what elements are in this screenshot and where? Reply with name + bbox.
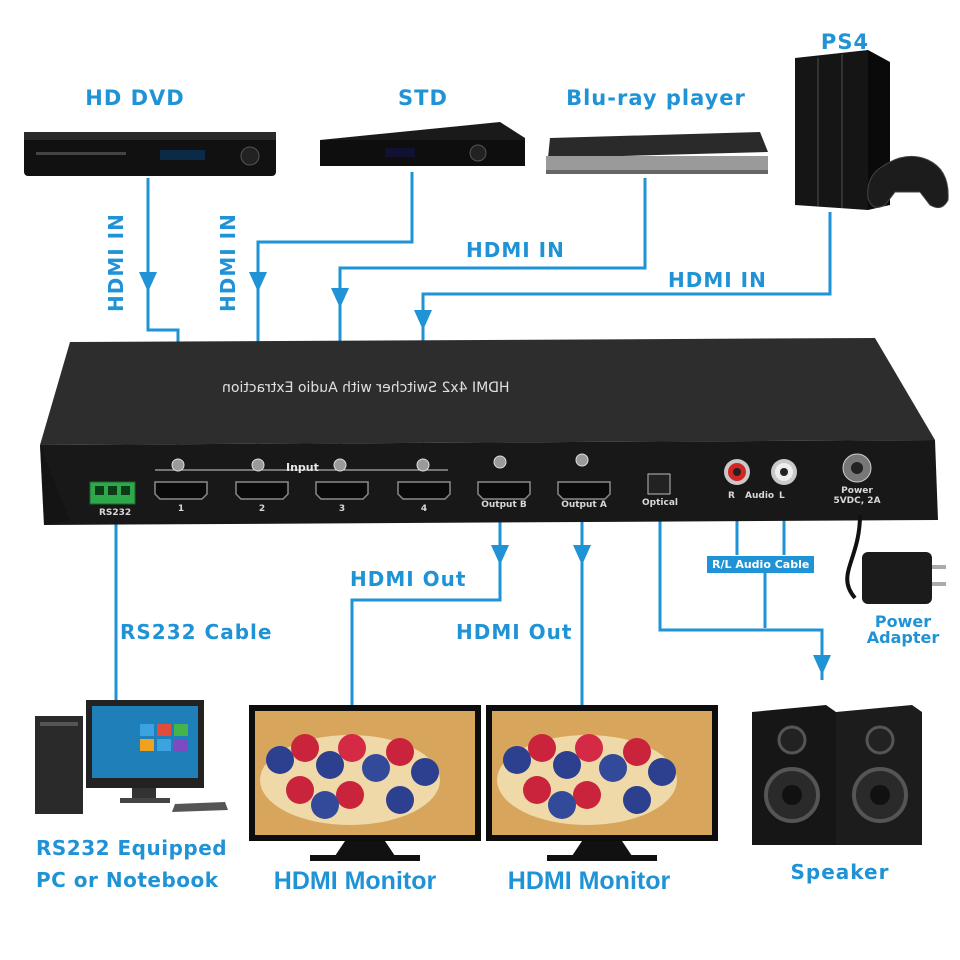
port-label-3: 3 (338, 504, 346, 514)
speaker-label: Speaker (790, 860, 890, 884)
rca-jack-r (724, 459, 750, 485)
input-label: Input (286, 461, 319, 474)
hdmi-port-4 (397, 481, 451, 500)
rs232-port-label: RS232 (99, 508, 132, 518)
arrow-in-2 (249, 272, 267, 292)
rs232-terminal (89, 481, 136, 505)
power-adapter-label-1: Power (874, 612, 932, 631)
pc-label-2: PC or Notebook (36, 868, 219, 892)
bluray-label: Blu-ray player (566, 86, 746, 110)
audio-r-label: R (728, 491, 735, 501)
arrow-speaker (813, 655, 831, 675)
rl-audio-cable-tag: R/L Audio Cable (707, 556, 815, 573)
hdmi-in-label-1: HDMI IN (104, 213, 128, 312)
pc-image (35, 700, 228, 814)
hdmi-port-3 (315, 481, 369, 500)
hdmi-out-label-2: HDMI Out (456, 620, 573, 644)
bluray-player-image (546, 132, 768, 174)
hd-dvd-label: HD DVD (85, 86, 185, 110)
hdmi-in-label-2: HDMI IN (216, 213, 240, 312)
audio-label: Audio (745, 491, 775, 501)
rca-jack-l (771, 459, 797, 485)
wire-output-b (350, 470, 502, 708)
pc-label-1: RS232 Equipped (36, 836, 228, 860)
ps4-label: PS4 (820, 30, 870, 54)
power-label-2: 5VDC, 2A (833, 496, 881, 506)
audio-l-label: L (779, 491, 785, 501)
hdmi-in-label-4: HDMI IN (668, 268, 767, 292)
monitor-2-image (486, 705, 718, 861)
arrow-out-a (573, 545, 591, 565)
hdmi-out-label-1: HDMI Out (350, 567, 467, 591)
hd-dvd-player-image (24, 132, 276, 176)
power-adapter-label-2: Adapter (866, 628, 940, 647)
hdmi-in-label-3: HDMI IN (466, 238, 565, 262)
rs232-cable-label: RS232 Cable (120, 620, 273, 644)
hdmi-ports (154, 481, 611, 500)
power-jack (842, 453, 872, 483)
hdmi-port-2 (235, 481, 289, 500)
hdmi-port-output-b (477, 481, 531, 500)
port-label-1: 1 (177, 504, 185, 514)
std-box-image (320, 122, 525, 166)
ps4-console-image (795, 50, 949, 210)
arrow-in-1 (139, 272, 157, 292)
power-adapter-image (845, 514, 946, 604)
power-label-1: Power (841, 486, 873, 496)
speakers-image (752, 705, 922, 845)
monitor-1-image (249, 705, 481, 861)
port-label-2: 2 (258, 504, 266, 514)
output-a-label: Output A (561, 500, 607, 510)
arrow-in-3 (331, 288, 349, 308)
output-b-label: Output B (481, 500, 527, 510)
switcher-title: HDMI 4x2 Switcher with Audio Extraction (222, 380, 510, 396)
hdmi-port-output-a (557, 481, 611, 500)
monitor-2-label: HDMI Monitor (507, 867, 671, 895)
monitor-1-label: HDMI Monitor (273, 867, 437, 895)
arrow-out-b (491, 545, 509, 565)
std-label: STD (398, 86, 448, 110)
arrow-in-4 (414, 310, 432, 330)
port-label-4: 4 (420, 504, 428, 514)
hdmi-port-1 (154, 481, 208, 500)
optical-label: Optical (642, 498, 678, 508)
optical-port (647, 473, 671, 495)
